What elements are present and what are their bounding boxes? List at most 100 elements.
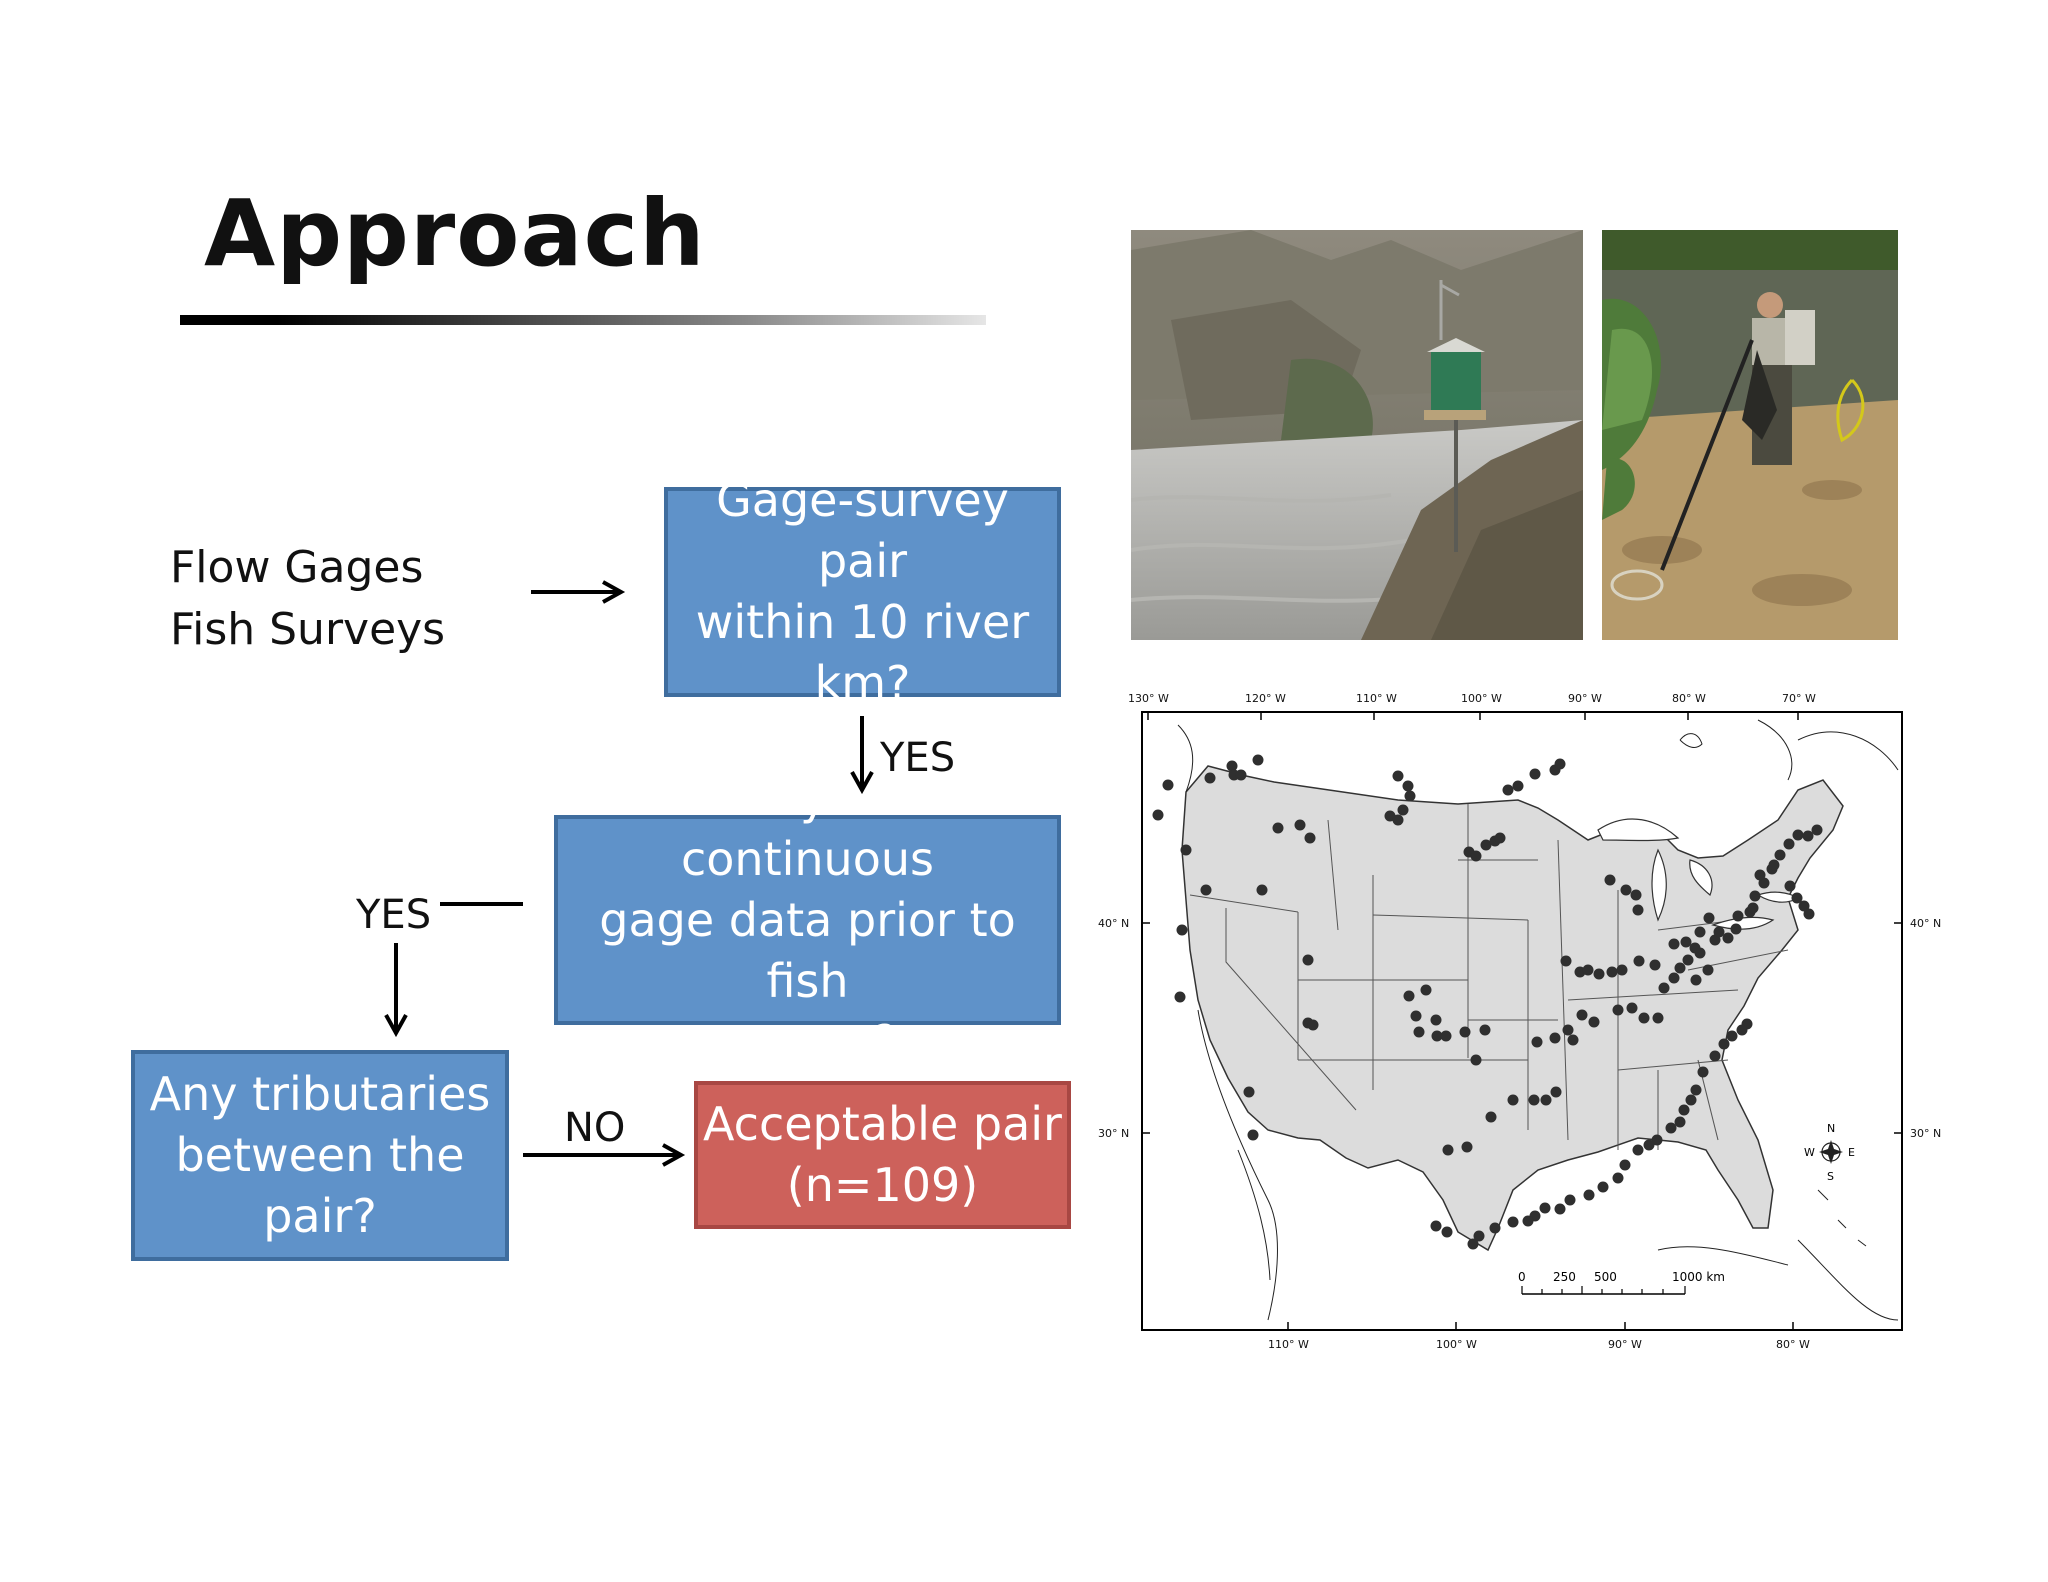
site-dot <box>1507 1216 1519 1228</box>
site-dot <box>1461 1141 1473 1153</box>
site-dot <box>1685 1094 1697 1106</box>
site-dot <box>1722 932 1734 944</box>
site-dot <box>1307 1019 1319 1031</box>
site-dot <box>1507 1094 1519 1106</box>
site-dot <box>1588 1016 1600 1028</box>
site-dot <box>1470 1054 1482 1066</box>
site-dot <box>1226 760 1238 772</box>
site-dot <box>1678 1104 1690 1116</box>
site-dot <box>1792 829 1804 841</box>
arrow-inputs-to-box1 <box>531 580 626 604</box>
surrounding-coastlines <box>1177 719 1899 1321</box>
right-tick-30n: 30° N <box>1910 1127 1941 1140</box>
site-dot <box>1630 889 1642 901</box>
site-dot <box>1522 1215 1534 1227</box>
site-dot <box>1736 1024 1748 1036</box>
step-gage-survey-pair-box: Gage-survey pair within 10 river km? <box>664 473 1061 710</box>
site-dot <box>1467 1238 1479 1250</box>
site-dot <box>1162 779 1174 791</box>
site-dot <box>1247 1129 1259 1141</box>
site-dots <box>1152 754 1823 1250</box>
site-dot <box>1682 954 1694 966</box>
site-dot <box>1554 1203 1566 1215</box>
site-dot <box>1643 1139 1655 1151</box>
site-dot <box>1539 1202 1551 1214</box>
top-tick-130w: 130° W <box>1128 692 1169 705</box>
site-dot <box>1180 844 1192 856</box>
slide-title: Approach <box>204 180 706 287</box>
site-dot <box>1431 1030 1443 1042</box>
site-dot <box>1620 884 1632 896</box>
site-dot <box>1430 1220 1442 1232</box>
scale-label-0: 0 <box>1518 1270 1526 1284</box>
site-dot <box>1651 1134 1663 1146</box>
site-dot <box>1294 819 1306 831</box>
site-dot <box>1768 859 1780 871</box>
site-dot <box>1531 1036 1543 1048</box>
site-dot <box>1774 849 1786 861</box>
site-dot <box>1470 850 1482 862</box>
top-tick-90w: 90° W <box>1568 692 1602 705</box>
site-dot <box>1689 942 1701 954</box>
site-dot <box>1616 964 1628 976</box>
scale-label-500: 500 <box>1594 1270 1617 1284</box>
compass-e: E <box>1848 1146 1855 1159</box>
site-dot <box>1567 1034 1579 1046</box>
site-dot <box>1402 780 1414 792</box>
compass-rose-icon: N S E W <box>1804 1122 1855 1183</box>
site-dot <box>1441 1226 1453 1238</box>
site-dot <box>1554 758 1566 770</box>
site-dot <box>1626 1002 1638 1014</box>
left-tick-30n: 30° N <box>1098 1127 1129 1140</box>
state-boundaries <box>1189 804 1789 1150</box>
arrow-box1-to-box2 <box>850 716 874 795</box>
site-dot <box>1658 982 1670 994</box>
site-dot <box>1674 962 1686 974</box>
scale-label-250: 250 <box>1553 1270 1576 1284</box>
site-dot <box>1649 959 1661 971</box>
site-dot <box>1633 955 1645 967</box>
site-dot <box>1174 991 1186 1003</box>
site-dot <box>1583 1189 1595 1201</box>
site-dot <box>1528 1094 1540 1106</box>
compass-w: W <box>1804 1146 1815 1159</box>
site-dot <box>1709 1050 1721 1062</box>
site-dot <box>1726 1030 1738 1042</box>
site-dot <box>1665 1122 1677 1134</box>
fish-survey-photo <box>1602 230 1898 640</box>
site-dot <box>1791 892 1803 904</box>
site-dot <box>1713 926 1725 938</box>
site-dot <box>1442 1144 1454 1156</box>
site-dot <box>1420 984 1432 996</box>
site-dot <box>1606 966 1618 978</box>
site-dot <box>1494 832 1506 844</box>
site-dot <box>1302 954 1314 966</box>
site-dot <box>1593 968 1605 980</box>
site-dot <box>1754 869 1766 881</box>
site-dot <box>1404 790 1416 802</box>
site-dot <box>1256 884 1268 896</box>
site-dot <box>1680 936 1692 948</box>
site-dot <box>1540 1094 1552 1106</box>
site-dot <box>1747 902 1759 914</box>
site-dot <box>1668 972 1680 984</box>
yes-label-2: YES <box>356 892 432 938</box>
site-dot <box>1697 1066 1709 1078</box>
title-underline <box>180 315 986 325</box>
step-continuous-data-box: >15 years continuous gage data prior to … <box>554 771 1061 1069</box>
site-map: 130° W 120° W 110° W 100° W 90° W 80° W … <box>1098 680 1958 1360</box>
top-tick-100w: 100° W <box>1461 692 1502 705</box>
bottom-tick-100w: 100° W <box>1436 1338 1477 1351</box>
site-dot <box>1502 784 1514 796</box>
site-dot <box>1529 768 1541 780</box>
site-dot <box>1489 1222 1501 1234</box>
top-tick-120w: 120° W <box>1245 692 1286 705</box>
compass-s: S <box>1827 1170 1834 1183</box>
site-dot <box>1176 924 1188 936</box>
site-dot <box>1652 1012 1664 1024</box>
site-dot <box>1576 1009 1588 1021</box>
site-dot <box>1619 1159 1631 1171</box>
scale-label-1000km: 1000 km <box>1672 1270 1725 1284</box>
input-label-fish-surveys: Fish Surveys <box>170 604 446 655</box>
site-dot <box>1783 838 1795 850</box>
